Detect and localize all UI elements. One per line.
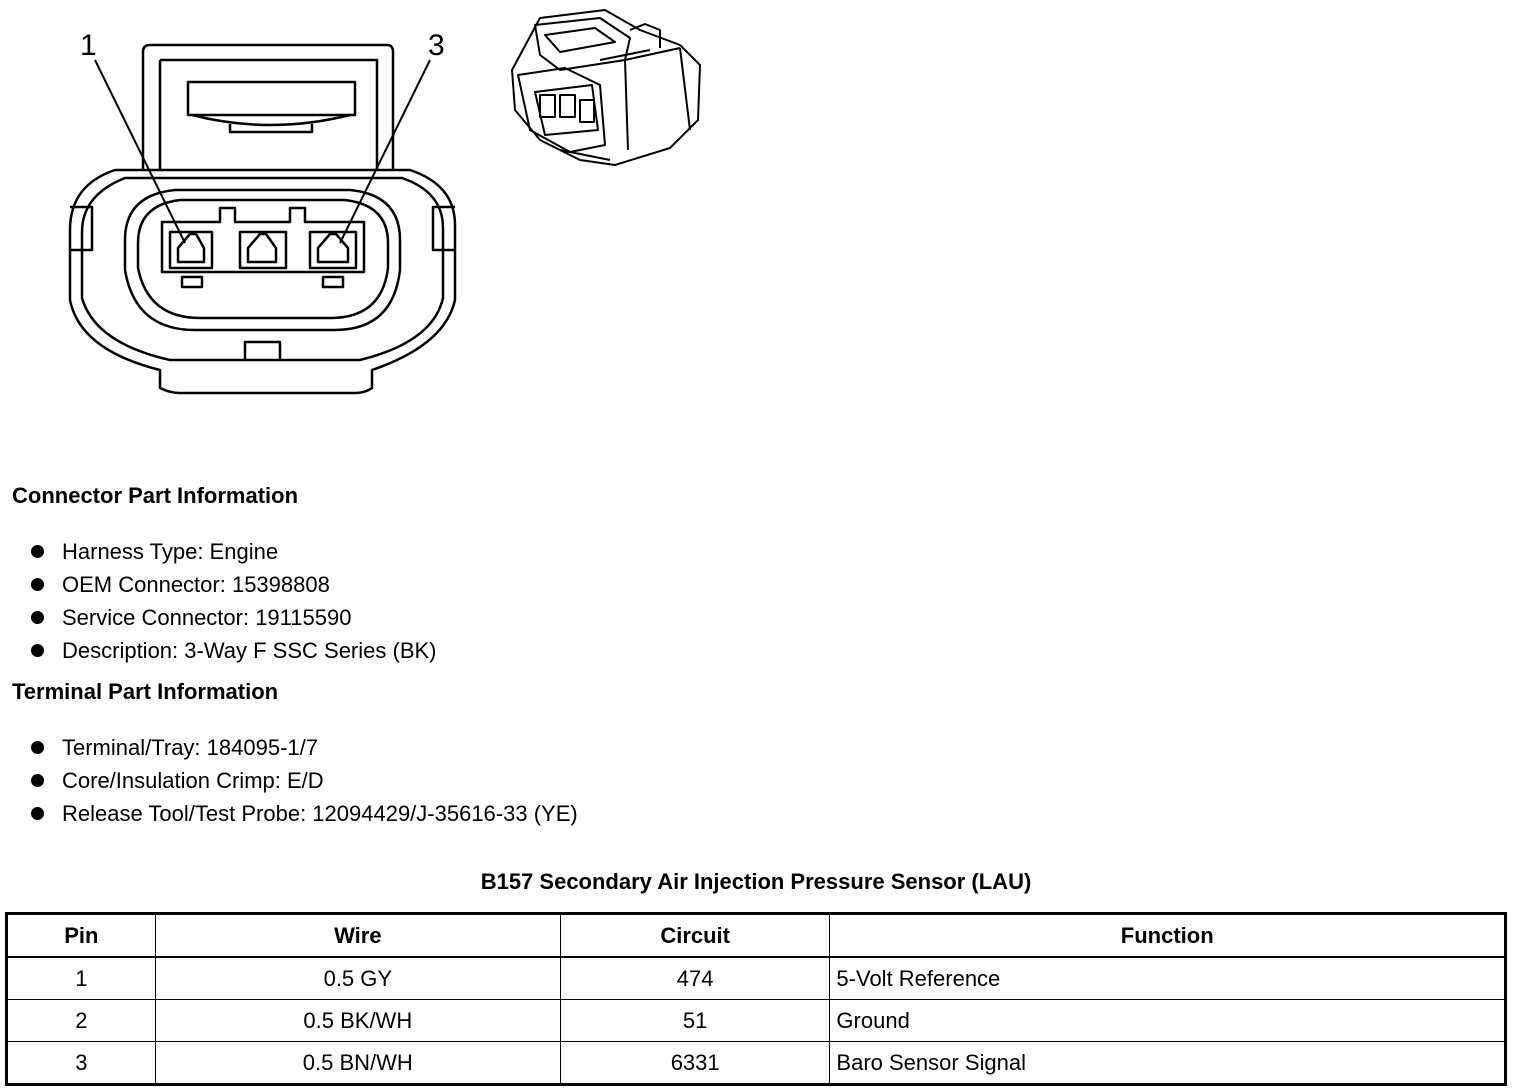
table-row: 3 0.5 BN/WH 6331 Baro Sensor Signal [6, 1041, 1506, 1085]
list-item: Core/Insulation Crimp: E/D [30, 764, 578, 797]
table-row: 2 0.5 BK/WH 51 Ground [6, 999, 1506, 1042]
bullet-icon [31, 545, 44, 558]
list-item: Description: 3-Way F SSC Series (BK) [30, 634, 437, 667]
header-wire: Wire [154, 913, 561, 958]
bullet-icon [31, 741, 44, 754]
connector-info-heading: Connector Part Information [12, 483, 299, 508]
header-function: Function [829, 913, 1506, 958]
bullet-icon [31, 807, 44, 820]
header-pin: Pin [6, 913, 156, 958]
cell-circuit: 6331 [559, 1041, 831, 1085]
header-circuit: Circuit [559, 913, 831, 958]
cell-pin: 3 [6, 1041, 156, 1085]
cell-wire: 0.5 GY [154, 956, 561, 1000]
terminal-info-list: Terminal/Tray: 184095-1/7 Core/Insulatio… [30, 731, 578, 830]
connector-diagram: 1 3 [68, 9, 701, 395]
bullet-icon [31, 611, 44, 624]
bullet-icon [31, 578, 44, 591]
list-item: Release Tool/Test Probe: 12094429/J-3561… [30, 797, 578, 830]
terminal-info-heading: Terminal Part Information [12, 679, 279, 704]
list-item: OEM Connector: 15398808 [30, 568, 437, 601]
cell-circuit: 51 [559, 999, 831, 1042]
table-title: B157 Secondary Air Injection Pressure Se… [480, 869, 1032, 894]
cell-wire: 0.5 BK/WH [154, 999, 561, 1042]
list-item: Terminal/Tray: 184095-1/7 [30, 731, 578, 764]
connector-3d-view [511, 9, 701, 166]
pin-label-3: 3 [428, 29, 445, 62]
pin-label-1: 1 [80, 29, 97, 62]
cell-function: 5-Volt Reference [829, 956, 1506, 1000]
cell-pin: 2 [6, 999, 156, 1042]
list-item: Harness Type: Engine [30, 535, 437, 568]
cell-pin: 1 [6, 956, 156, 1000]
cell-function: Baro Sensor Signal [829, 1041, 1506, 1085]
cell-function: Ground [829, 999, 1506, 1042]
cell-wire: 0.5 BN/WH [154, 1041, 561, 1085]
connector-info-list: Harness Type: Engine OEM Connector: 1539… [30, 535, 437, 667]
cell-circuit: 474 [559, 956, 831, 1000]
list-item: Service Connector: 19115590 [30, 601, 437, 634]
table-header-row: Pin Wire Circuit Function [6, 913, 1506, 958]
bullet-icon [31, 644, 44, 657]
pinout-table: Pin Wire Circuit Function 1 0.5 GY 474 5… [5, 912, 1507, 1086]
table-row: 1 0.5 GY 474 5-Volt Reference [6, 956, 1506, 1000]
bullet-icon [31, 774, 44, 787]
